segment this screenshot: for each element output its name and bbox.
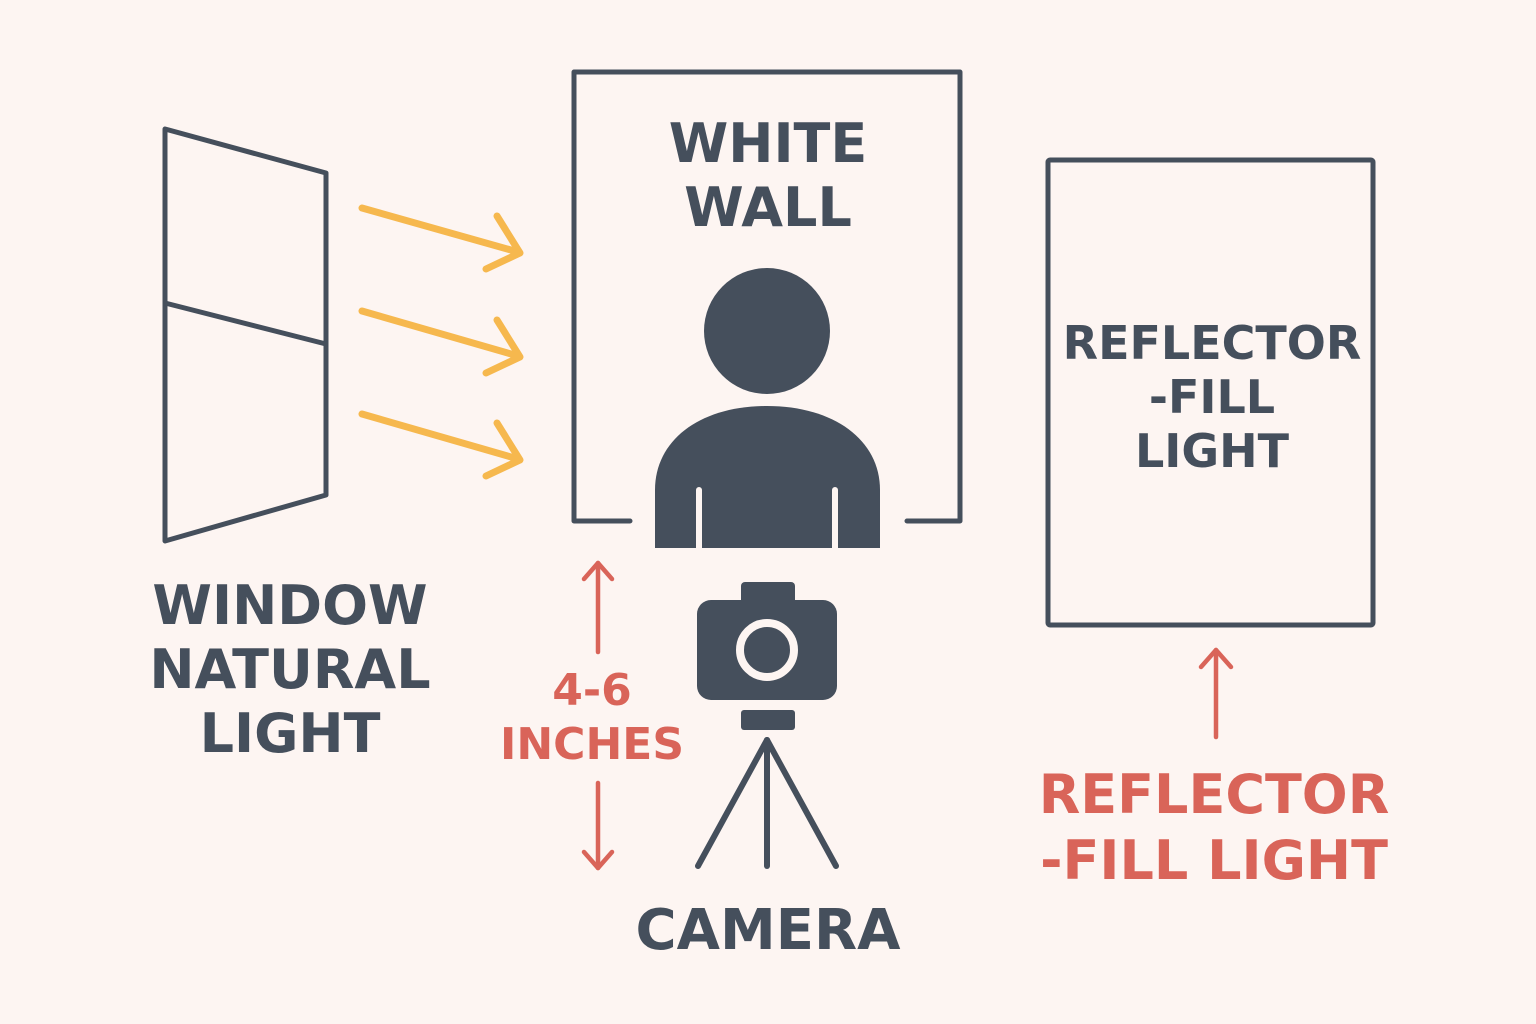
wall-label-line: WALL [684,176,852,239]
distance-label: 4-6 INCHES [478,664,706,772]
camera-label: CAMERA [635,898,901,963]
window-label-line: LIGHT [199,702,381,765]
distance-label-line: INCHES [499,719,685,770]
up-arrow-icon [1198,647,1234,740]
wall-label-line: WHITE [668,112,868,175]
window-label: WINDOW NATURAL LIGHT [120,574,460,766]
distance-label-line: 4-6 [552,665,632,716]
window-icon [162,126,329,544]
reflector-caption: REFLECTOR -FILL LIGHT [1000,762,1428,894]
light-ray-arrow-icon [358,204,524,273]
light-ray-arrow-icon [358,307,524,377]
white-wall-frame [571,69,963,524]
tripod-icon [695,737,839,869]
light-ray-arrows [358,204,524,480]
camera-icon [697,582,837,730]
reflector-box-label-line: LIGHT [1134,424,1290,478]
window-label-line: WINDOW [152,574,428,637]
reflector-box-label: REFLECTOR -FILL LIGHT [1052,316,1372,478]
reflector-caption-line: REFLECTOR [1038,763,1390,826]
reflector-box-label-line: -FILL [1148,370,1276,424]
double-arrow-icon [581,560,615,871]
reflector-box-label-line: REFLECTOR [1062,316,1362,370]
person-icon [655,268,880,551]
window-label-line: NATURAL [149,638,431,701]
reflector-caption-line: -FILL LIGHT [1040,829,1388,892]
white-wall-label: WHITE WALL [590,112,946,240]
reflector-box [1045,157,1376,628]
light-ray-arrow-icon [358,410,524,480]
